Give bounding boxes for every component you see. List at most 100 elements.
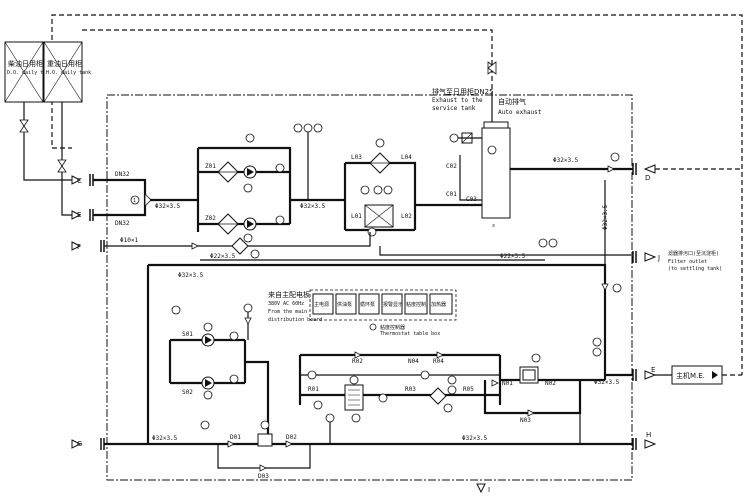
return-line-left xyxy=(51,100,72,149)
svg-text:I: I xyxy=(488,486,490,494)
svg-text:R04: R04 xyxy=(433,358,444,365)
outlet-H: H xyxy=(632,431,657,450)
outlet-D: D xyxy=(632,163,656,182)
svg-text:粘度控制: 粘度控制 xyxy=(406,301,426,308)
filter-upper xyxy=(217,161,239,183)
supply-pump-upper xyxy=(243,165,257,179)
flow-meter xyxy=(364,204,394,228)
main-engine: 主机M.E. xyxy=(671,365,723,385)
svg-text:Z02: Z02 xyxy=(205,215,216,222)
svg-text:R01: R01 xyxy=(308,386,319,393)
thermostat-label-cn: 粘度控制器 xyxy=(380,324,405,331)
viscometer xyxy=(519,366,539,384)
auto-exhaust-en: Auto exhaust xyxy=(498,109,542,116)
svg-text:C02: C02 xyxy=(446,163,457,170)
return-line-top xyxy=(51,14,743,375)
svg-text:E: E xyxy=(651,366,655,374)
svg-text:DN32: DN32 xyxy=(115,220,130,227)
filter-outlet-en2: (to settling tank) xyxy=(668,266,722,272)
ho-daily-tank: 重油日用柜 H.O. daily tank xyxy=(43,41,91,103)
svg-text:N01: N01 xyxy=(502,380,513,387)
do-daily-tank: 柴油日用柜 D.O. daily tank xyxy=(4,41,52,103)
exhaust-label-en2: service tank xyxy=(432,105,476,112)
inlet-G: G xyxy=(71,438,105,450)
circ-pump-lower xyxy=(201,376,215,390)
inlet-C: C xyxy=(71,174,94,186)
svg-text:N02: N02 xyxy=(545,380,556,387)
svg-text:N03: N03 xyxy=(520,417,531,424)
do-tank-label-cn: 柴油日用柜 xyxy=(8,59,43,68)
filter-lower xyxy=(217,213,239,235)
svg-text:加热器: 加热器 xyxy=(431,301,446,308)
svg-text:L01: L01 xyxy=(351,213,362,220)
svg-text:Φ10×1: Φ10×1 xyxy=(120,237,138,244)
svg-text:D03: D03 xyxy=(258,473,269,480)
filter-outlet-en1: Filter outlet xyxy=(668,259,707,265)
power-label-cn: 来自主配电板 xyxy=(268,290,310,299)
ho-tank-label-cn: 重油日用柜 xyxy=(47,59,82,68)
svg-text:C03: C03 xyxy=(466,196,477,203)
svg-text:Φ32×3.5: Φ32×3.5 xyxy=(602,204,609,230)
svg-text:E: E xyxy=(77,211,81,219)
svg-text:Φ32×3.5: Φ32×3.5 xyxy=(462,435,488,442)
outlet-I: I xyxy=(476,483,490,494)
power-label-en1: 380V AC 60Hz xyxy=(268,301,304,307)
supply-pump-lower xyxy=(243,217,257,231)
thermostat-label-en: Thermostat table box xyxy=(380,331,440,337)
svg-text:S02: S02 xyxy=(182,389,193,396)
svg-text:Φ32×3.5: Φ32×3.5 xyxy=(553,157,579,164)
main-engine-label: 主机M.E. xyxy=(676,371,705,380)
power-label-en2: From the main xyxy=(268,309,307,315)
outlet-E-to-engine: E xyxy=(632,366,672,381)
filter-outlet-cn: 滤器排污口(至沉淀柜) xyxy=(668,250,719,257)
svg-text:循环泵: 循环泵 xyxy=(360,301,375,308)
svg-text:Φ32×3.5: Φ32×3.5 xyxy=(300,203,326,210)
svg-text:R02: R02 xyxy=(352,358,363,365)
ho-tank-label-en: H.O. daily tank xyxy=(46,70,91,76)
outlet-J: J 滤器排污口(至沉淀柜) Filter outlet (to settling… xyxy=(632,250,722,272)
inlet-F: F xyxy=(71,240,105,252)
svg-text:Φ22×3.5: Φ22×3.5 xyxy=(500,253,526,260)
svg-text:Φ32×3.5: Φ32×3.5 xyxy=(594,379,620,386)
svg-text:R05: R05 xyxy=(463,386,474,393)
filter-L xyxy=(369,152,391,174)
svg-text:Φ32×3.5: Φ32×3.5 xyxy=(152,435,178,442)
svg-text:Φ22×3.5: Φ22×3.5 xyxy=(210,253,236,260)
svg-text:L03: L03 xyxy=(351,154,362,161)
svg-text:供油泵: 供油泵 xyxy=(337,301,352,308)
svg-text:R03: R03 xyxy=(405,386,416,393)
svg-text:J: J xyxy=(657,254,660,262)
svg-text:S01: S01 xyxy=(182,331,193,338)
svg-text:ƨ: ƨ xyxy=(492,223,495,229)
svg-text:L02: L02 xyxy=(401,213,412,220)
svg-text:L04: L04 xyxy=(401,154,412,161)
control-panel-buttons: 主电源 供油泵 循环泵 报警显示 粘度控制 加热器 xyxy=(312,293,453,315)
inlet-E: E xyxy=(71,209,94,221)
svg-text:D02: D02 xyxy=(286,434,297,441)
auto-exhaust-cn: 自动排气 xyxy=(498,97,526,106)
svg-text:C: C xyxy=(77,177,82,185)
exhaust-label-cn: 排气至日用柜DN25 xyxy=(432,87,494,96)
svg-text:N04: N04 xyxy=(408,358,419,365)
svg-text:主电源: 主电源 xyxy=(314,301,329,308)
svg-text:Φ32×3.5: Φ32×3.5 xyxy=(178,272,204,279)
heater xyxy=(344,384,364,411)
svg-text:C01: C01 xyxy=(446,191,457,198)
svg-text:D: D xyxy=(645,174,650,182)
exhaust-to-tank-line xyxy=(82,29,493,95)
svg-text:1: 1 xyxy=(133,198,136,204)
auto-exhaust-unit: ƨ xyxy=(481,95,511,229)
unit-boundary xyxy=(106,94,633,481)
exhaust-label-en1: Exhaust to the xyxy=(432,97,483,104)
power-label-en3: distribution board xyxy=(268,317,322,323)
svg-text:DN32: DN32 xyxy=(115,171,130,178)
svg-text:F: F xyxy=(77,243,81,251)
svg-text:D01: D01 xyxy=(230,434,241,441)
svg-text:Z01: Z01 xyxy=(205,163,216,170)
svg-text:报警显示: 报警显示 xyxy=(383,301,403,308)
do-tank-label-en: D.O. daily tank xyxy=(7,70,52,76)
svg-text:G: G xyxy=(77,440,82,448)
svg-text:H: H xyxy=(646,431,651,439)
